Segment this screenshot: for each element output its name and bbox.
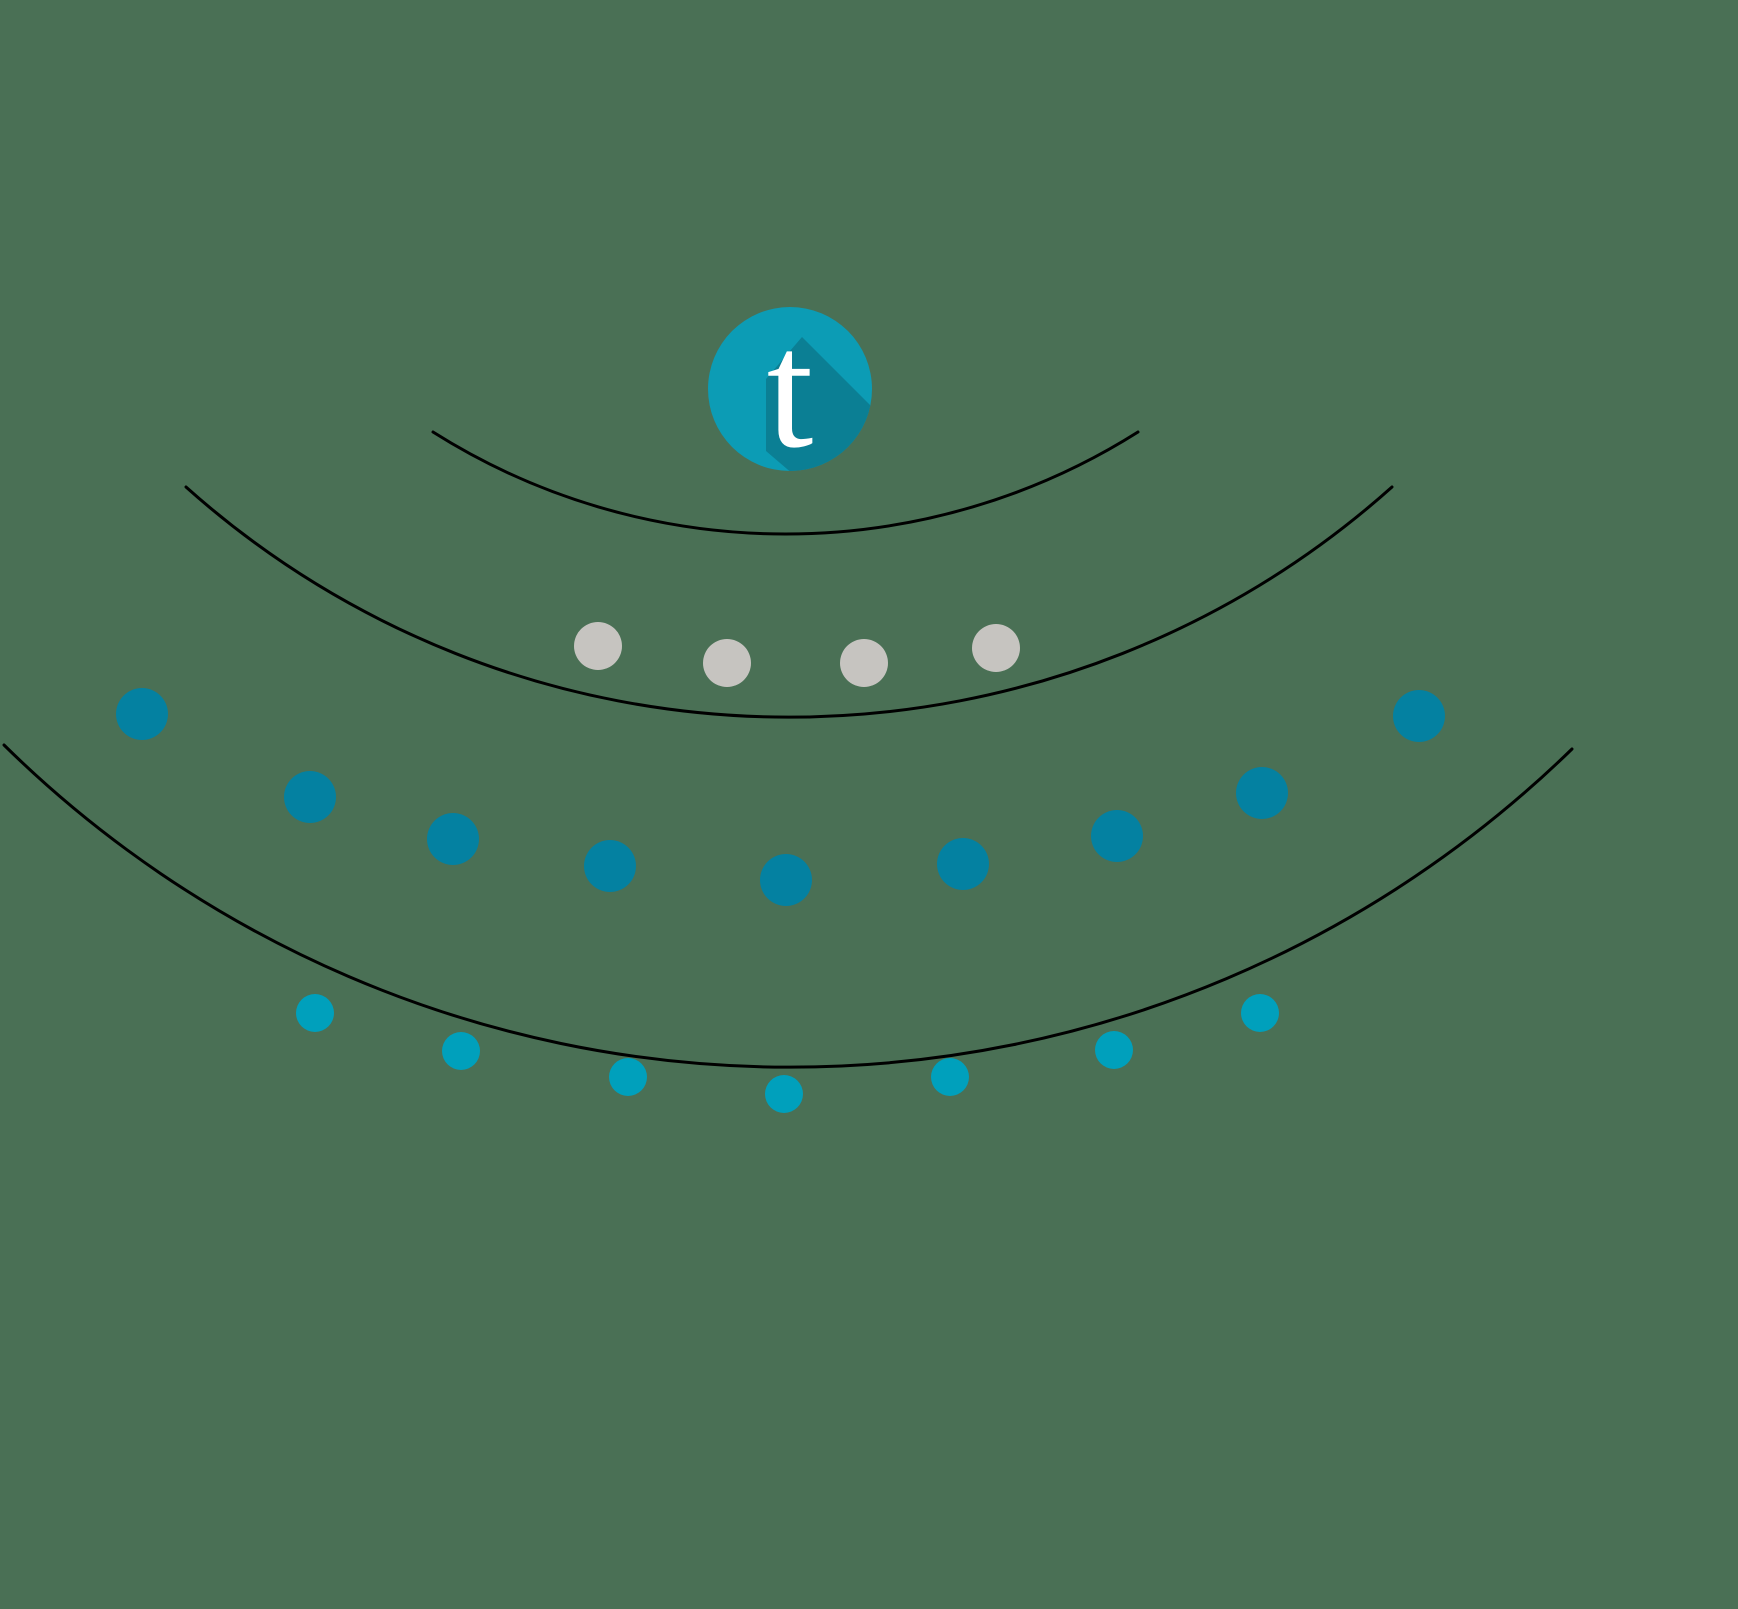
dot-marker: [296, 994, 334, 1032]
dot-marker: [972, 624, 1020, 672]
dot-rows-group: [116, 622, 1445, 1113]
dot-marker: [284, 771, 336, 823]
dot-marker: [1095, 1031, 1133, 1069]
dot-marker: [931, 1058, 969, 1096]
dot-marker: [609, 1058, 647, 1096]
inner-arc: [431, 430, 1140, 536]
middle-arc: [184, 485, 1394, 719]
dot-marker: [937, 838, 989, 890]
dot-marker: [1236, 767, 1288, 819]
bright-teal-dot-row: [296, 994, 1279, 1113]
dot-marker: [760, 854, 812, 906]
dot-marker: [703, 639, 751, 687]
dark-teal-dot-row: [116, 688, 1445, 906]
dot-marker: [584, 840, 636, 892]
logo-letter-t: t: [767, 297, 814, 483]
dot-marker: [1241, 994, 1279, 1032]
dot-marker: [442, 1032, 480, 1070]
dot-marker: [1091, 810, 1143, 862]
dot-marker: [840, 639, 888, 687]
dot-marker: [765, 1075, 803, 1113]
dot-marker: [116, 688, 168, 740]
gray-dot-row: [574, 622, 1020, 687]
dot-marker: [427, 813, 479, 865]
dot-marker: [574, 622, 622, 670]
arc-group: [2, 430, 1574, 1069]
brand-logo[interactable]: t: [708, 297, 1032, 627]
logo-long-shadow: [766, 337, 872, 471]
dot-marker: [1393, 690, 1445, 742]
outer-arc: [2, 743, 1574, 1069]
